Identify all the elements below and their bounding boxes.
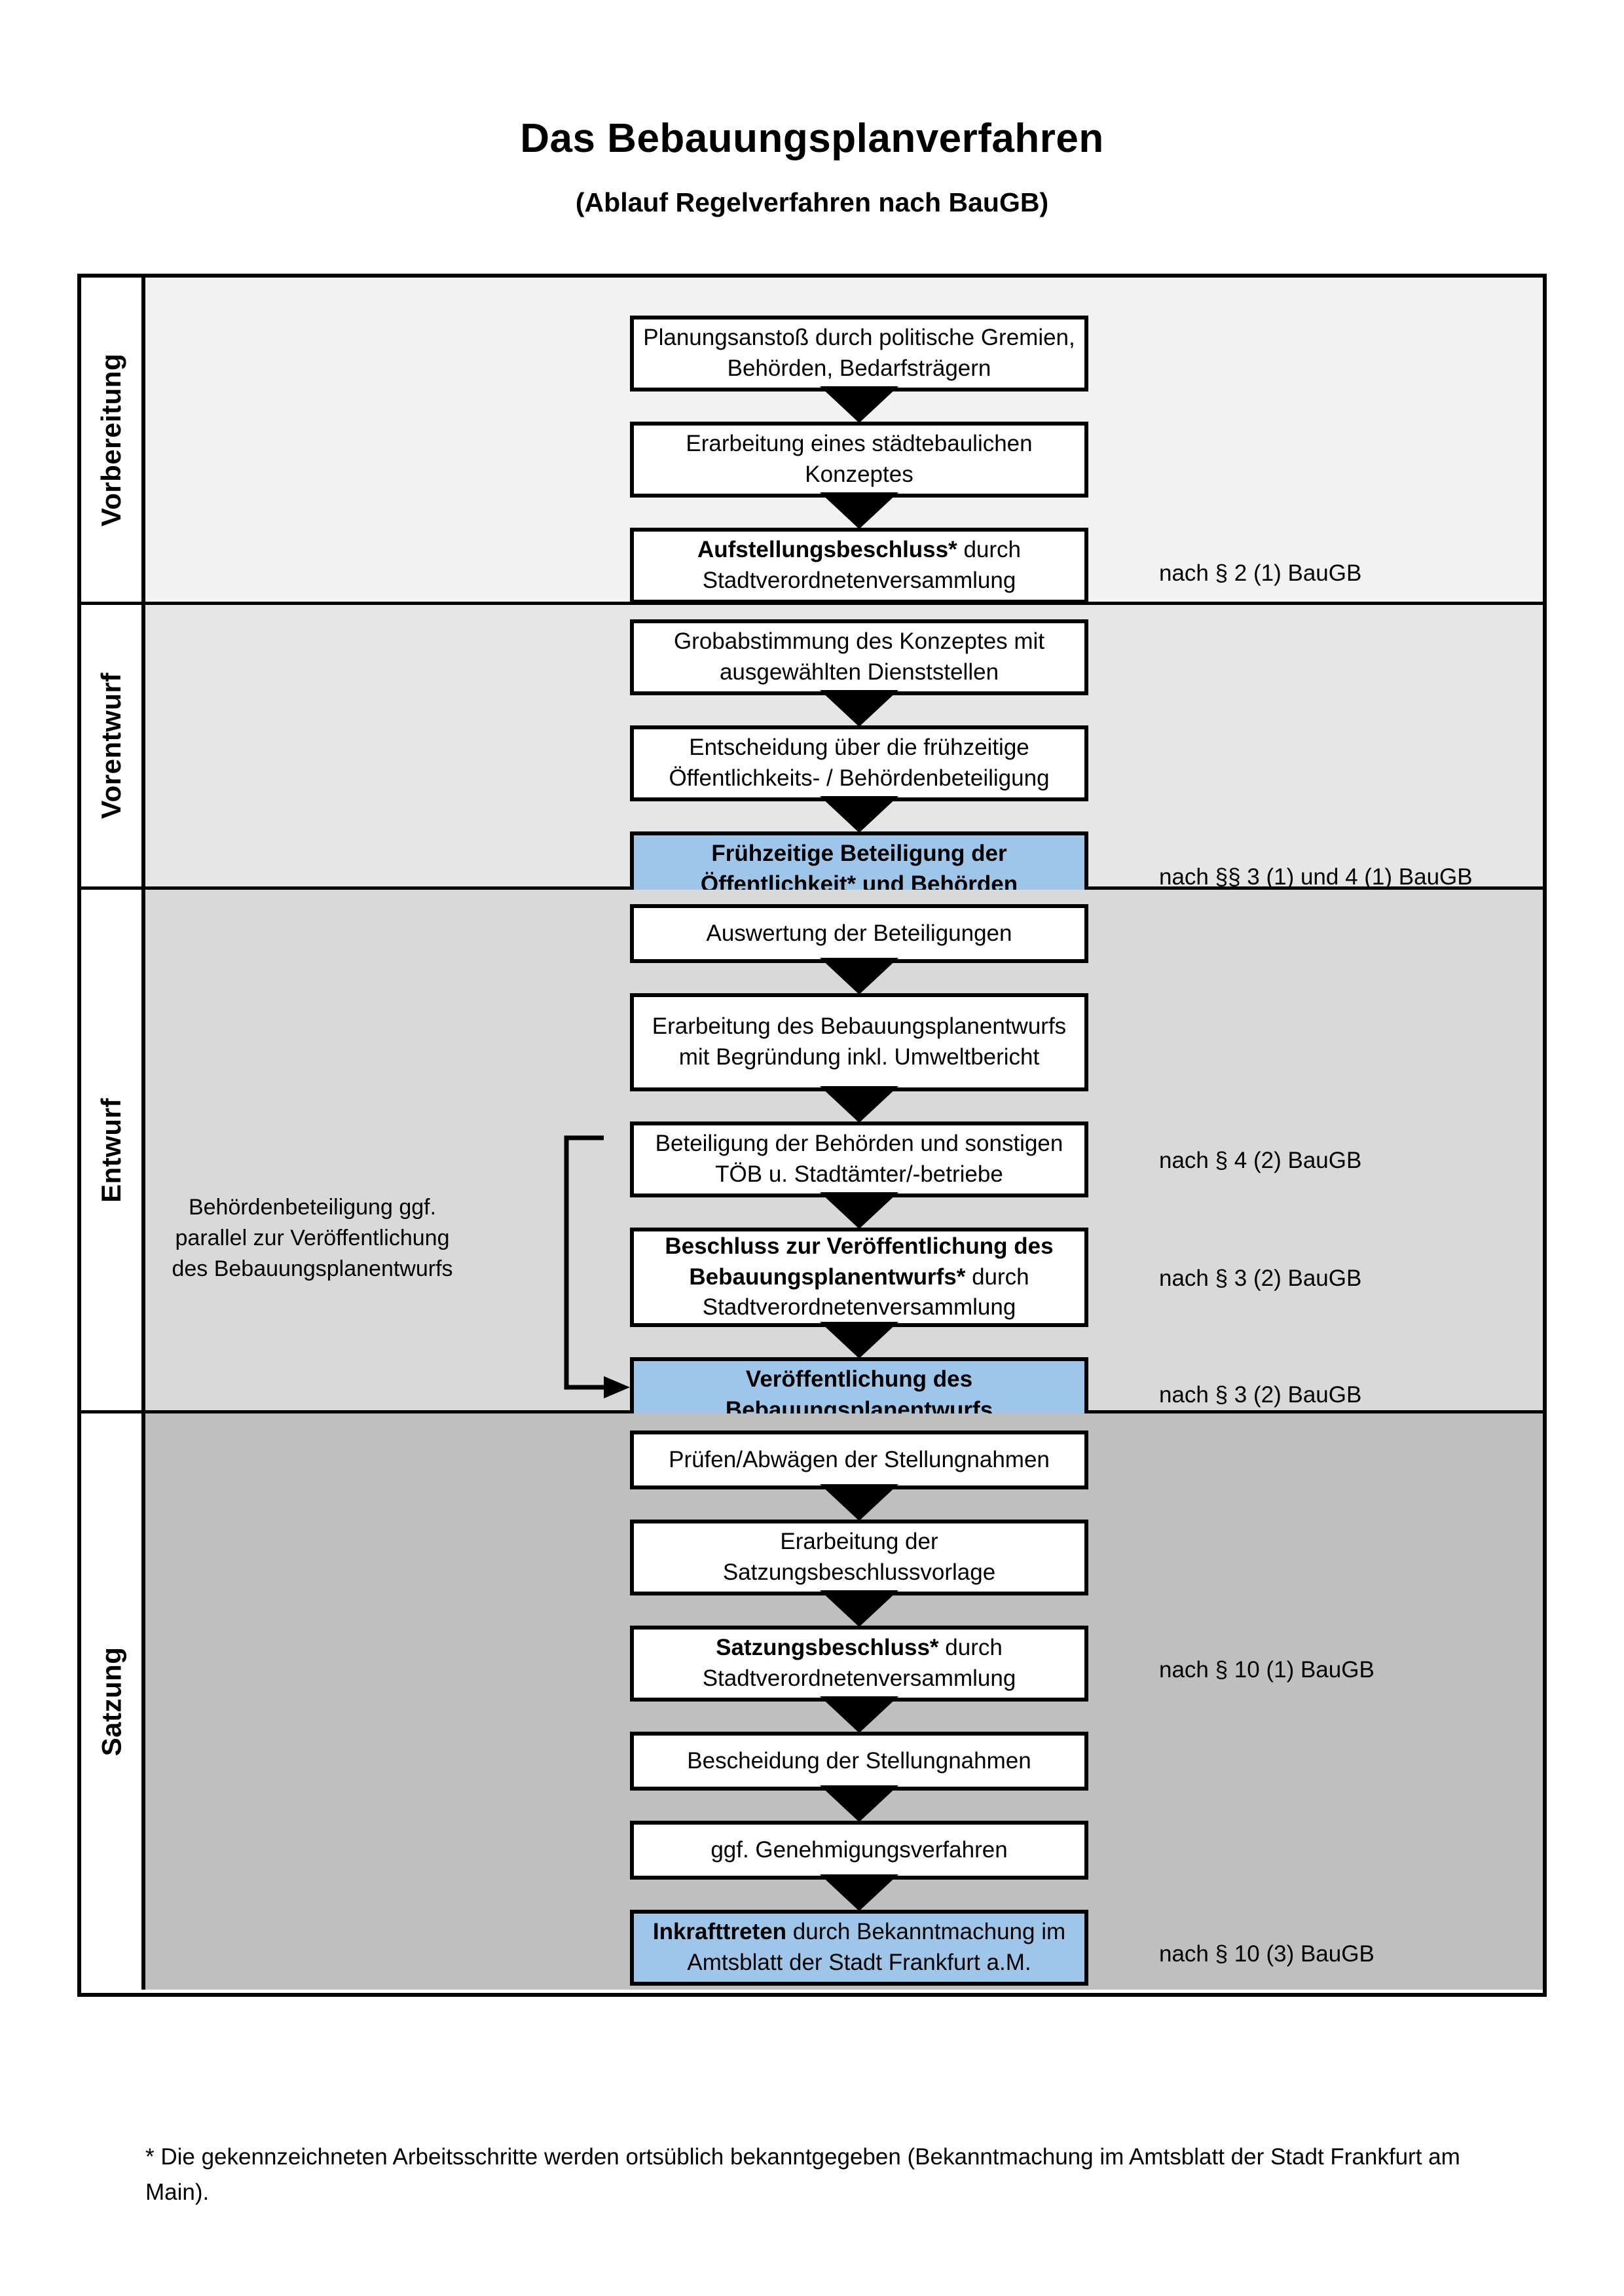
annotation-parallel-note: Behördenbeteiligung ggf. parallel zur Ve… <box>172 1195 453 1281</box>
phase-label-vorentwurf: Vorentwurf <box>81 605 145 886</box>
page-subtitle: (Ablauf Regelverfahren nach BauGB) <box>575 187 1049 218</box>
phase-row-vorentwurf: Vorentwurf Grobabstimmung des Konzeptes … <box>81 605 1543 907</box>
step-label: Grobabstimmung des Konzeptes mit ausgewä… <box>673 629 1045 685</box>
phase-body-satzung: Prüfen/Abwägen der Stellungnahmen Erarbe… <box>145 1413 1543 1990</box>
step-box-beschluss-veroeffentlichung[interactable]: Beschluss zur Veröffentlichung des Bebau… <box>630 1228 1088 1327</box>
step-label-rest: durch Stadtverordnetenversammlung <box>702 1264 1029 1321</box>
step-box-aufstellungsbeschluss[interactable]: Aufstellungsbeschluss* durch Stadtverord… <box>630 528 1088 604</box>
step-label: Prüfen/Abwägen der Stellungnahmen <box>669 1446 1050 1472</box>
arrow-down-icon <box>820 492 898 529</box>
step-box-staedtebauliches-konzept[interactable]: Erarbeitung eines städtebaulichen Konzep… <box>630 422 1088 498</box>
step-box-inkrafttreten[interactable]: Inkrafttreten durch Bekanntmachung im Am… <box>630 1910 1088 1986</box>
law-reference: nach § 3 (2) BauGB <box>1159 1266 1362 1291</box>
phase-label-text: Vorentwurf <box>96 672 126 819</box>
step-label: Auswertung der Beteiligungen <box>706 920 1012 946</box>
step-box-planungsanstoss[interactable]: Planungsanstoß durch politische Gremien,… <box>630 316 1088 392</box>
arrow-down-icon <box>820 1785 898 1822</box>
step-box-pruefen-abwaegen[interactable]: Prüfen/Abwägen der Stellungnahmen <box>630 1430 1088 1489</box>
law-reference: nach § 4 (2) BauGB <box>1159 1148 1362 1173</box>
law-reference: nach § 10 (3) BauGB <box>1159 1941 1375 1967</box>
step-label-rest: durch Stadtverordnetenversammlung <box>702 1635 1016 1691</box>
phase-label-vorbereitung: Vorbereitung <box>81 278 145 602</box>
page-title: Das Bebauungsplanverfahren <box>520 116 1104 161</box>
step-label: Planungsanstoß durch politische Gremien,… <box>643 325 1075 381</box>
step-box-erarbeitung-entwurf[interactable]: Erarbeitung des Bebauungsplanentwurfs mi… <box>630 993 1088 1091</box>
phase-row-entwurf: Entwurf Auswertung der Beteiligungen Era… <box>81 890 1543 1433</box>
step-box-satzungsbeschluss[interactable]: Satzungsbeschluss* durch Stadtverordnete… <box>630 1626 1088 1702</box>
step-label-rest: durch Stadtverordnetenversammlung <box>702 537 1022 593</box>
arrow-down-icon <box>820 690 898 727</box>
footnote: * Die gekennzeichneten Arbeitsschritte w… <box>145 2144 1460 2206</box>
arrow-down-icon <box>820 1874 898 1911</box>
phase-row-vorbereitung: Vorbereitung Planungsanstoß durch politi… <box>81 278 1543 605</box>
arrow-down-icon <box>820 1590 898 1627</box>
arrow-down-icon <box>820 1086 898 1123</box>
step-label: ggf. Genehmigungsverfahren <box>710 1836 1008 1863</box>
step-label-bold: Satzungsbeschluss* <box>716 1635 939 1661</box>
phase-label-text: Entwurf <box>96 1097 126 1203</box>
arrow-down-icon <box>820 1696 898 1733</box>
step-label: Bescheidung der Stellungnahmen <box>687 1747 1031 1774</box>
process-diagram: Vorbereitung Planungsanstoß durch politi… <box>77 274 1547 1997</box>
step-label: Satzungsbeschluss* durch Stadtverordnete… <box>642 1633 1077 1694</box>
arrow-down-icon <box>820 1484 898 1521</box>
step-label: Aufstellungsbeschluss* durch Stadtverord… <box>642 535 1077 596</box>
step-label: Erarbeitung des Bebauungsplanentwurfs mi… <box>652 1013 1067 1070</box>
step-label: Erarbeitung eines städtebaulichen Konzep… <box>686 431 1033 487</box>
phase-row-satzung: Satzung Prüfen/Abwägen der Stellungnahme… <box>81 1413 1543 1990</box>
arrow-down-icon <box>820 796 898 833</box>
arrow-down-icon <box>820 1192 898 1229</box>
step-box-genehmigungsverfahren[interactable]: ggf. Genehmigungsverfahren <box>630 1821 1088 1880</box>
phase-body-entwurf: Auswertung der Beteiligungen Erarbeitung… <box>145 890 1543 1433</box>
phase-label-satzung: Satzung <box>81 1413 145 1990</box>
title-block: Das Bebauungsplanverfahren (Ablauf Regel… <box>0 0 1624 218</box>
step-box-auswertung[interactable]: Auswertung der Beteiligungen <box>630 904 1088 963</box>
law-reference: nach §§ 3 (1) und 4 (1) BauGB <box>1159 864 1473 890</box>
phase-label-entwurf: Entwurf <box>81 890 145 1410</box>
arrow-down-icon <box>820 958 898 994</box>
law-reference: nach § 10 (1) BauGB <box>1159 1657 1375 1683</box>
bypass-connector <box>564 1135 630 1398</box>
step-box-entscheidung-fruehzeitige[interactable]: Entscheidung über die frühzeitige Öffent… <box>630 725 1088 801</box>
phase-label-text: Vorbereitung <box>96 353 127 526</box>
step-label: Inkrafttreten durch Bekanntmachung im Am… <box>642 1917 1077 1978</box>
phase-body-vorentwurf: Grobabstimmung des Konzeptes mit ausgewä… <box>145 605 1543 907</box>
step-box-bescheidung[interactable]: Bescheidung der Stellungnahmen <box>630 1732 1088 1791</box>
step-label: Beschluss zur Veröffentlichung des Bebau… <box>642 1231 1077 1323</box>
arrow-down-icon <box>820 386 898 423</box>
step-box-grobabstimmung[interactable]: Grobabstimmung des Konzeptes mit ausgewä… <box>630 619 1088 695</box>
step-label-rest: durch Bekanntmachung im Amtsblatt der St… <box>687 1919 1066 1975</box>
law-reference: nach § 2 (1) BauGB <box>1159 560 1362 586</box>
step-label-bold: Aufstellungsbeschluss* <box>697 537 957 563</box>
step-label: Beteiligung der Behörden und sonstigen T… <box>655 1131 1063 1187</box>
law-reference: nach § 3 (2) BauGB <box>1159 1382 1362 1408</box>
step-box-beteiligung-toeb[interactable]: Beteiligung der Behörden und sonstigen T… <box>630 1121 1088 1197</box>
arrow-down-icon <box>820 1322 898 1358</box>
phase-label-text: Satzung <box>96 1647 127 1757</box>
phase-body-vorbereitung: Planungsanstoß durch politische Gremien,… <box>145 278 1543 604</box>
step-label-bold: Inkrafttreten <box>652 1919 787 1945</box>
step-label: Erarbeitung der Satzungsbeschlussvorlage <box>722 1529 996 1585</box>
step-label: Entscheidung über die frühzeitige Öffent… <box>669 735 1050 791</box>
step-box-satzungsbeschlussvorlage[interactable]: Erarbeitung der Satzungsbeschlussvorlage <box>630 1520 1088 1595</box>
step-label-bold: Beschluss zur Veröffentlichung des Bebau… <box>665 1233 1054 1290</box>
